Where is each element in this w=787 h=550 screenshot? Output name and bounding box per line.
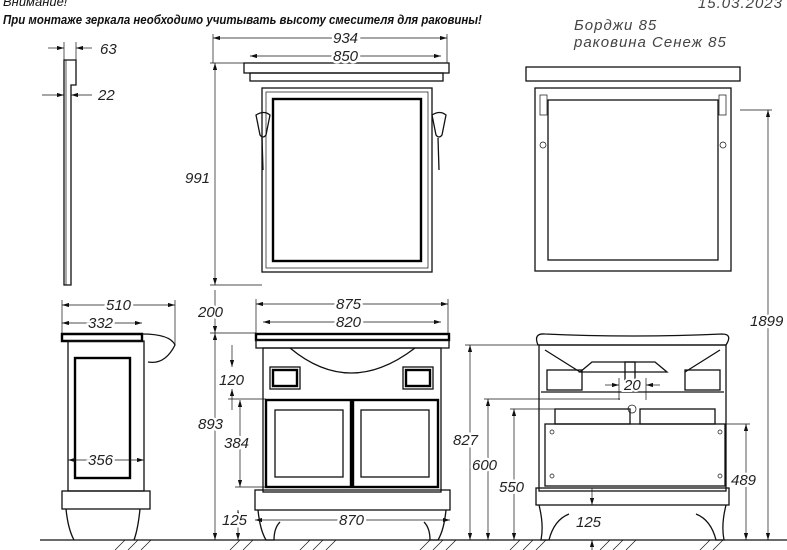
dim-counter-height: 827 — [453, 432, 479, 449]
dim-mirror-depth-top: 63 — [100, 41, 117, 58]
mirror-back-view — [525, 66, 741, 272]
dim-back-panel-height: 489 — [731, 472, 757, 489]
dim-plinth-width: 870 — [339, 512, 365, 529]
dim-mirror-width-outer: 934 — [333, 30, 358, 47]
dim-total-height: 1899 — [750, 313, 784, 330]
height-dimensions — [465, 344, 750, 540]
dim-mirror-height: 991 — [185, 170, 210, 187]
mirror-front-view — [210, 34, 450, 286]
dim-gap-mirror-vanity: 200 — [197, 304, 224, 321]
dim-drain-550: 550 — [499, 479, 525, 496]
dim-drain-600: 600 — [472, 457, 498, 474]
dim-vanity-height: 893 — [198, 416, 224, 433]
dim-faucet-spacing: 20 — [623, 377, 641, 394]
dim-mirror-width-inner: 850 — [333, 48, 359, 65]
dim-side-body-depth: 356 — [88, 452, 114, 469]
attention-label: Внимание! — [3, 0, 68, 9]
dim-vanity-width-top: 875 — [336, 296, 362, 313]
sink-name: раковина Сенеж 85 — [574, 34, 727, 51]
mounting-warning: При монтаже зеркала необходимо учитывать… — [3, 12, 482, 27]
dim-mirror-depth: 22 — [97, 87, 115, 104]
vanity-side-view — [60, 300, 176, 541]
vanity-back-view — [535, 333, 730, 550]
dim-vanity-width-sink: 820 — [336, 314, 362, 331]
dim-sink-depth: 332 — [88, 315, 114, 332]
floor-line — [40, 539, 787, 550]
dim-leg-height: 125 — [222, 512, 248, 529]
dim-back-leg-height: 125 — [576, 514, 602, 531]
drawing-date: 15.03.2023 — [697, 0, 783, 12]
mirror-side-view — [42, 42, 92, 286]
dim-vanity-depth: 510 — [106, 297, 132, 314]
model-name: Борджи 85 — [574, 17, 658, 34]
vanity-front-view — [210, 290, 451, 541]
dim-door-height: 384 — [224, 435, 249, 452]
dim-drawer-height: 120 — [219, 372, 245, 389]
